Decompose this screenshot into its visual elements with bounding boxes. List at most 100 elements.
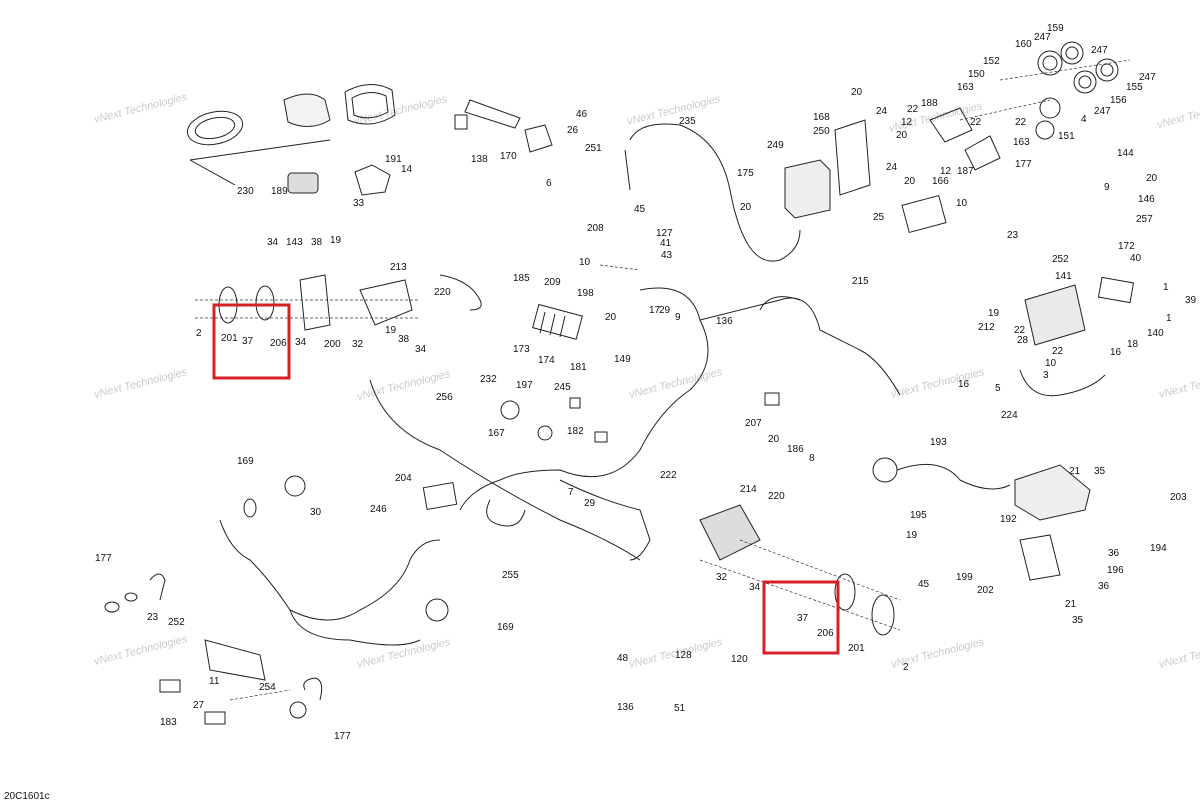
callout: 245 xyxy=(554,382,571,393)
callout: 9 xyxy=(1104,182,1110,193)
callout: 201 xyxy=(848,643,865,654)
callout: 254 xyxy=(259,682,276,693)
display-screen xyxy=(287,172,319,194)
callout: 173 xyxy=(513,344,530,355)
callout: 35 xyxy=(1072,615,1084,626)
callout: 204 xyxy=(395,473,412,484)
watermark: vNext Technologies xyxy=(93,633,189,668)
watermark: vNext Technologies xyxy=(93,366,189,401)
callout: 12 xyxy=(901,117,913,128)
callout: 215 xyxy=(852,276,869,287)
callout: 23 xyxy=(1007,230,1019,241)
callout: 38 xyxy=(311,237,323,248)
callout: 128 xyxy=(675,650,692,661)
callout: 203 xyxy=(1170,492,1187,503)
callout: 247 xyxy=(1091,45,1108,56)
callout: 120 xyxy=(731,654,748,665)
callout: 20 xyxy=(605,312,617,323)
callout: 206 xyxy=(270,338,287,349)
callout: 177 xyxy=(95,553,112,564)
callout: 156 xyxy=(1110,95,1127,106)
callout: 220 xyxy=(768,491,785,502)
callout: 183 xyxy=(160,717,177,728)
callout: 199 xyxy=(956,572,973,583)
headlight-right xyxy=(834,573,856,611)
callout: 198 xyxy=(577,288,594,299)
callout: 127 xyxy=(656,228,673,239)
callout: 235 xyxy=(679,116,696,127)
callouts: 230 189 191 14 33 138 170 46 26 251 6 23… xyxy=(95,23,1197,742)
watermarks: vNext Technologies vNext Technologies vN… xyxy=(93,91,1200,671)
callout: 188 xyxy=(921,98,938,109)
callout: 252 xyxy=(168,617,185,628)
watermark: vNext Technologies xyxy=(1158,366,1200,401)
watermark: vNext Technologies xyxy=(890,366,986,401)
callout: 29 xyxy=(584,498,596,509)
callout: 10 xyxy=(1045,358,1057,369)
callout: 23 xyxy=(147,612,159,623)
callout: 167 xyxy=(488,428,505,439)
callout: 138 xyxy=(471,154,488,165)
callout: 177 xyxy=(334,731,351,742)
callout: 207 xyxy=(745,418,762,429)
diagram-code: 20C1601c xyxy=(4,791,50,802)
harness-235 xyxy=(629,123,801,262)
watermark: vNext Technologies xyxy=(353,93,449,128)
callout: 45 xyxy=(634,204,646,215)
callout: 146 xyxy=(1138,194,1155,205)
callout: 251 xyxy=(585,143,602,154)
callout: 41 xyxy=(660,238,672,249)
main-harness xyxy=(459,287,709,511)
callout: 19 xyxy=(988,308,1000,319)
callout: 12 xyxy=(940,166,952,177)
watermark: vNext Technologies xyxy=(628,366,724,401)
callout: 33 xyxy=(353,198,365,209)
callout: 32 xyxy=(352,339,364,350)
callout: 16 xyxy=(958,379,970,390)
callout: 257 xyxy=(1136,214,1153,225)
callout: 46 xyxy=(576,109,588,120)
callout: 197 xyxy=(516,380,533,391)
callout: 214 xyxy=(740,484,757,495)
callout: 189 xyxy=(271,186,288,197)
callout: 22 xyxy=(1014,325,1026,336)
callout: 21 xyxy=(1069,466,1081,477)
callout: 208 xyxy=(587,223,604,234)
callout: 200 xyxy=(324,339,341,350)
callout: 136 xyxy=(716,316,733,327)
callout: 20 xyxy=(851,87,863,98)
callout: 6 xyxy=(546,178,552,189)
callout: 5 xyxy=(995,383,1001,394)
callout: 187 xyxy=(957,166,974,177)
callout: 7 xyxy=(568,487,574,498)
callout: 246 xyxy=(370,504,387,515)
callout: 30 xyxy=(310,507,322,518)
callout: 8 xyxy=(809,453,815,464)
callout: 136 xyxy=(617,702,634,713)
callout: 249 xyxy=(767,140,784,151)
callout: 232 xyxy=(480,374,497,385)
callout: 14 xyxy=(401,164,413,175)
callout: 32 xyxy=(716,572,728,583)
callout: 20 xyxy=(1146,173,1158,184)
callout: 151 xyxy=(1058,131,1075,142)
callout: 224 xyxy=(1001,410,1018,421)
callout: 213 xyxy=(390,262,407,273)
callout: 182 xyxy=(567,426,584,437)
callout: 141 xyxy=(1055,271,1072,282)
callout: 19 xyxy=(906,530,918,541)
callout: 155 xyxy=(1126,82,1143,93)
callout: 174 xyxy=(538,355,555,366)
callout: 39 xyxy=(1185,295,1197,306)
callout: 25 xyxy=(873,212,885,223)
callout: 169 xyxy=(497,622,514,633)
callout: 209 xyxy=(544,277,561,288)
callout: 181 xyxy=(570,362,587,373)
gauge-bezel xyxy=(186,110,244,146)
harness-246 xyxy=(219,519,441,621)
callout: 20 xyxy=(904,176,916,187)
callout: 194 xyxy=(1150,543,1167,554)
callout: 37 xyxy=(242,336,254,347)
callout: 38 xyxy=(398,334,410,345)
callout: 18 xyxy=(1127,339,1139,350)
